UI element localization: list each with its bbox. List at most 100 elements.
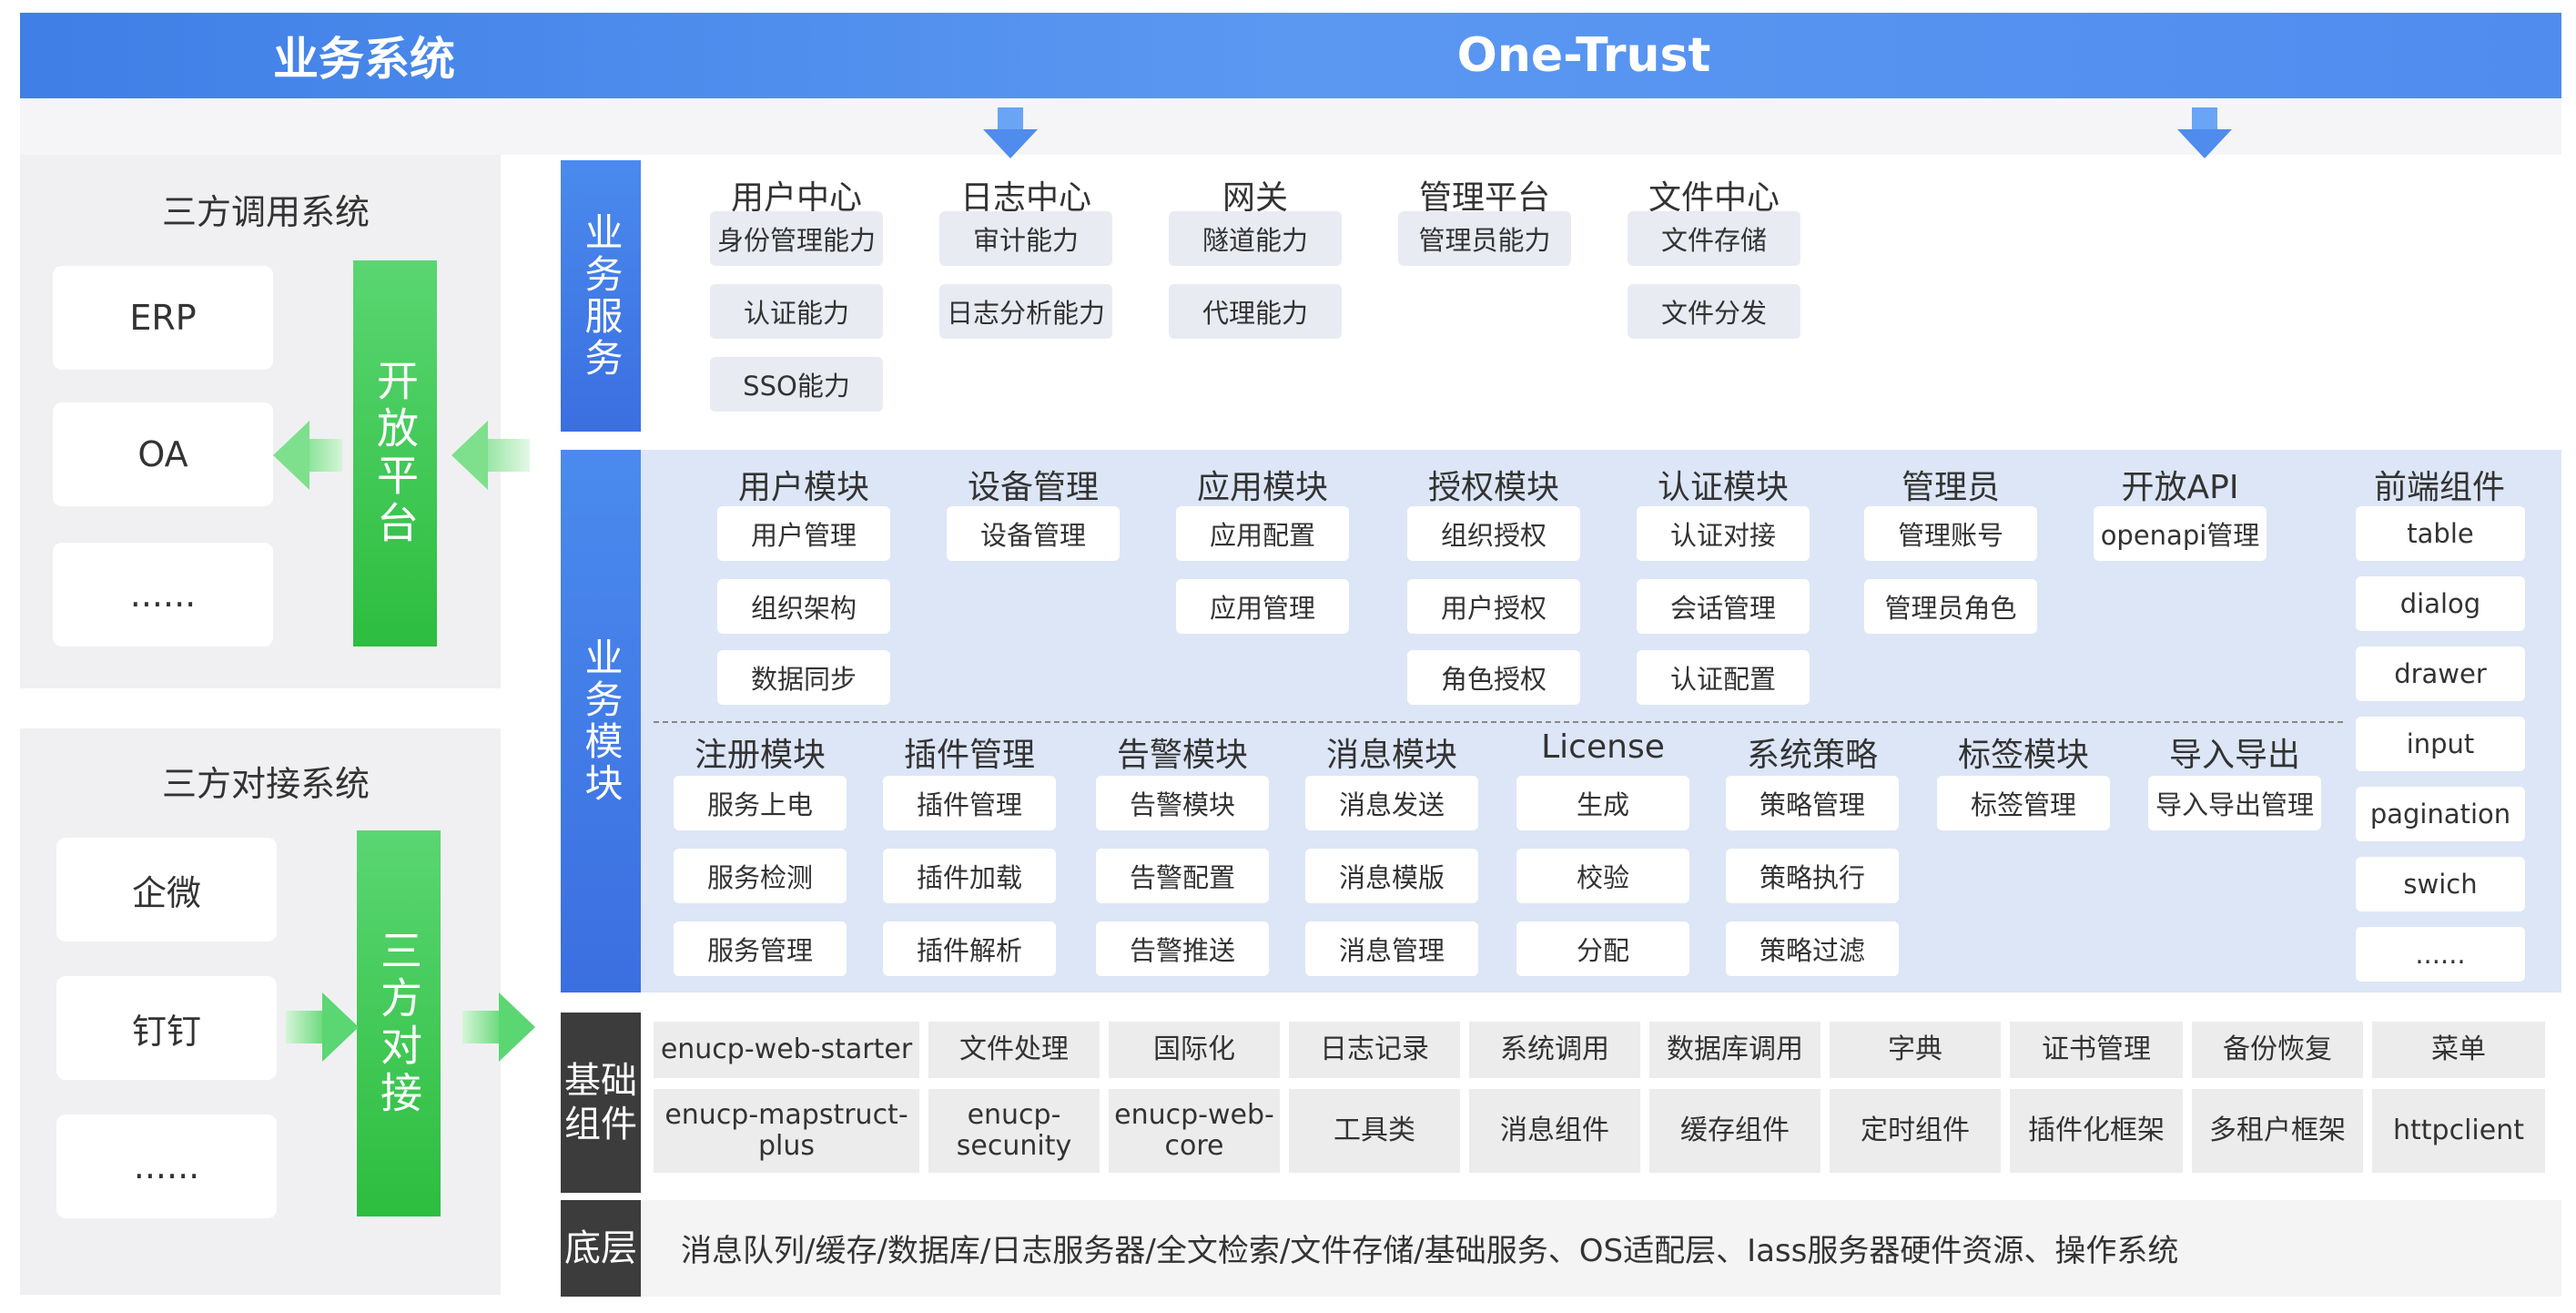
foundation-component: 日志记录 [1289,1022,1460,1078]
integration-bar: 三方对接 [357,830,441,1216]
frontend-title: 前端组件 [2373,469,2505,506]
module-title: License [1541,728,1665,766]
service-capability: 隧道能力 [1169,211,1342,266]
foundation-layer-label: 基础组件 [561,1013,641,1193]
module-item: 应用配置 [1176,506,1349,561]
service-title: 用户中心 [730,179,862,217]
foundation-component: 证书管理 [2010,1022,2183,1078]
module-item: 插件解析 [883,921,1056,976]
frontend-component: input [2356,717,2525,771]
down-arrow-icon [2177,107,2232,164]
module-item: 消息发送 [1305,776,1478,830]
header-bar [20,13,2561,98]
foundation-component: 缓存组件 [1649,1089,1820,1173]
module-title: 消息模块 [1325,737,1457,774]
module-title: 导入导出 [2168,737,2300,774]
module-item: 告警推送 [1096,921,1269,976]
service-layer-label: 业务服务 [561,160,641,432]
down-arrow-icon [983,107,1038,164]
foundation-component: enucp- secunity [928,1089,1100,1173]
foundation-component: 数据库调用 [1649,1022,1820,1078]
module-item: 标签管理 [1937,776,2110,830]
module-item: 策略执行 [1726,849,1899,903]
foundation-component: 文件处理 [928,1022,1100,1078]
service-layer-text: 业务服务 [579,212,624,380]
foundation-component: enucp-mapstruct-plus [654,1089,919,1173]
system-box: 钉钉 [56,976,277,1080]
frontend-component: table [2356,506,2525,561]
module-item: 插件加载 [883,849,1056,903]
foundation-component: 字典 [1830,1022,2001,1078]
module-item: 用户管理 [717,506,890,561]
right-arrow-icon [286,992,359,1062]
panel-title: 三方对接系统 [161,764,370,804]
module-item: 策略过滤 [1726,921,1899,976]
module-item: 会话管理 [1637,579,1810,634]
module-item: 组织授权 [1407,506,1580,561]
module-item: 分配 [1516,921,1689,976]
module-title: 授权模块 [1427,469,1559,506]
module-item: 校验 [1516,849,1689,903]
foundation-component: 系统调用 [1469,1022,1640,1078]
service-capability: SSO能力 [710,357,883,412]
module-item: 认证配置 [1637,650,1810,705]
module-title: 应用模块 [1196,469,1328,506]
module-title: 用户模块 [737,469,869,506]
service-capability: 审计能力 [939,211,1112,266]
business-system-title: 业务系统 [273,33,455,86]
service-capability: 日志分析能力 [939,284,1112,339]
service-capability: 管理员能力 [1398,211,1571,266]
module-item: 数据同步 [717,650,890,705]
module-item: 设备管理 [947,506,1120,561]
service-capability: 文件分发 [1628,284,1800,339]
module-item: 策略管理 [1726,776,1899,830]
frontend-component: ...... [2356,927,2525,982]
service-capability: 身份管理能力 [710,211,883,266]
foundation-component: 定时组件 [1830,1089,2001,1173]
module-item: 认证对接 [1637,506,1810,561]
foundation-component: 国际化 [1109,1022,1280,1078]
foundation-component: 备份恢复 [2192,1022,2363,1078]
right-arrow-icon [462,992,535,1062]
module-title: 设备管理 [967,469,1099,506]
module-item: 服务检测 [674,849,847,903]
bottom-layer-text: 底层 [564,1227,637,1269]
foundation-component: 消息组件 [1469,1089,1640,1173]
module-item: 消息管理 [1305,921,1478,976]
module-item: 管理账号 [1864,506,2037,561]
left-arrow-icon [273,421,342,490]
bottom-layer-label: 底层 [561,1200,641,1297]
open-platform-bar: 开放平台 [353,260,437,646]
foundation-component: 多租户框架 [2192,1089,2363,1173]
module-divider [654,721,2343,723]
module-item: 服务上电 [674,776,847,830]
open-platform-label: 开放平台 [370,359,420,548]
service-title: 日志中心 [959,179,1091,217]
foundation-component: enucp-web- core [1109,1089,1280,1173]
module-layer-label: 业务模块 [561,450,641,992]
integration-label: 三方对接 [374,929,423,1118]
service-title: 网关 [1222,179,1288,217]
bottom-layer-description: 消息队列/缓存/数据库/日志服务器/全文检索/文件存储/基础服务、OS适配层、I… [681,1233,2179,1269]
system-box: ...... [53,543,273,646]
module-title: 系统策略 [1746,737,1878,774]
module-item: 导入导出管理 [2148,776,2321,830]
one-trust-title: One-Trust [1456,28,1711,83]
module-item: 组织架构 [717,579,890,634]
service-title: 管理平台 [1418,179,1550,217]
module-item: 角色授权 [1407,650,1580,705]
foundation-component: 菜单 [2372,1022,2545,1078]
module-item: 应用管理 [1176,579,1349,634]
system-box: 企微 [56,838,277,941]
module-item: 生成 [1516,776,1689,830]
module-item: 插件管理 [883,776,1056,830]
left-arrow-icon [451,421,530,490]
module-item: openapi管理 [2094,506,2267,561]
module-title: 开放API [2121,469,2239,506]
module-title: 注册模块 [694,737,826,774]
system-box: ...... [56,1115,277,1218]
frontend-component: drawer [2356,646,2525,701]
module-title: 标签模块 [1957,737,2089,774]
frontend-component: swich [2356,857,2525,911]
module-item: 用户授权 [1407,579,1580,634]
